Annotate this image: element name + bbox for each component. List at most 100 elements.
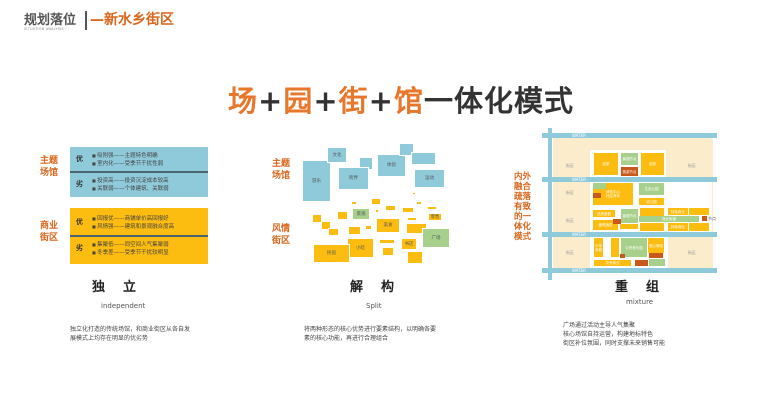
cell-node	[702, 216, 707, 221]
theme-venue-panel: 优 吸附强——主题特色明确 室内化——受季节干扰性弱 劣 投资高——投资沉淀成本…	[70, 147, 208, 197]
divider	[70, 171, 208, 173]
section-subtitle: SITUATION ANALYSIS	[24, 27, 64, 31]
block	[379, 239, 395, 244]
cell-music: 中央音乐园	[621, 238, 647, 257]
block	[427, 206, 437, 210]
block	[348, 226, 361, 235]
block-snack: 小吃	[347, 238, 374, 258]
cell-feature: 特色商业	[668, 208, 688, 215]
block-label: 街区	[566, 190, 574, 195]
heading-mixture: 重组	[615, 280, 678, 295]
water-band: WATER	[542, 268, 717, 273]
block-inn: 民宿	[313, 244, 350, 263]
water-canal	[548, 128, 552, 280]
pro-item: 回报优——商铺单价高回报好	[92, 214, 169, 222]
block	[362, 202, 366, 204]
cell-text: 体验中心	[606, 190, 620, 194]
block	[411, 152, 436, 165]
description-mixture: 广场通过活动主导人气集聚核心场馆自持运营，构建地标特色街区补位氛围，同时支撑未来…	[563, 321, 665, 348]
cell-feature: 特色商业	[668, 223, 688, 231]
water-band: WATER	[542, 133, 717, 138]
desc-line: 核心场馆自持运营，构建地标特色	[563, 331, 654, 338]
block	[337, 211, 348, 220]
block-sport: 运动	[414, 169, 445, 188]
block	[376, 192, 380, 194]
cell	[620, 224, 638, 229]
cell-quality: 品质	[594, 153, 618, 175]
title-plus: +	[313, 84, 339, 118]
cell-central: 中央商业	[594, 260, 631, 266]
pro-item: 吸附强——主题特色明确	[92, 151, 158, 159]
title-part: 场	[228, 84, 259, 118]
header-divider	[85, 11, 87, 30]
pro-item: 室内化——受季节干扰性弱	[92, 159, 163, 167]
cell-kindergarten: 幼儿园	[639, 198, 664, 205]
block-play: 游乐	[302, 160, 331, 202]
cell-travel-node: 旅游节点	[621, 167, 638, 176]
project-name: —新水乡街区	[90, 12, 174, 28]
cell-text: 社区养老	[606, 194, 620, 198]
cell	[640, 223, 664, 231]
title-part: 园	[283, 84, 314, 118]
cell-node	[593, 193, 601, 198]
block	[385, 205, 396, 211]
block-plaza: 广场	[422, 228, 450, 248]
cell-quality-holiday: 品质度假	[593, 210, 615, 217]
cell-view-node: 景观节点	[621, 153, 638, 165]
block	[416, 201, 422, 205]
main-title: 场+园+街+馆一体化模式	[228, 78, 574, 120]
description-independent: 独立化打造的传统场馆，和商业街区从各自发展模式上均存在明显的优劣势	[70, 325, 190, 343]
con-item: 冬季差——受季节干扰较明显	[92, 248, 169, 256]
label-mixture: 内外融合疏落有致的一体化模式	[514, 172, 532, 242]
block	[407, 217, 417, 221]
block	[402, 207, 414, 213]
heading-independent: 独立	[92, 280, 155, 295]
desc-line: 独立化打造的传统场馆，和商业街区从各自发	[70, 326, 191, 333]
desc-line: 素的核心功能，再进行合理组合	[304, 335, 389, 342]
cell-china-mall: 中华商城	[594, 238, 603, 257]
commerce-street-panel: 优 回报优——商铺单价高回报好 风情强——建筑和景观融合度高 劣 集聚低——同空…	[70, 208, 208, 264]
cell	[649, 259, 665, 266]
cell	[640, 208, 664, 217]
desc-line: 展模式上均存在明显的优劣势	[70, 335, 149, 342]
description-split: 将两种形态的核心优势进行要素结构，以明确各要素的核心功能，再进行合理组合	[304, 325, 436, 343]
section-title: 规划落位	[24, 13, 77, 28]
block-label: 街区	[688, 163, 696, 168]
block	[371, 198, 381, 205]
con-mark: 劣	[76, 180, 83, 188]
pro-mark: 优	[76, 218, 83, 226]
block	[427, 197, 430, 199]
cell	[689, 223, 709, 231]
cell-node	[620, 254, 625, 258]
cell-node	[649, 253, 663, 258]
node-label: 节点	[708, 216, 716, 221]
desc-line: 街区补位氛围，同时支撑未来销售可能	[563, 340, 666, 347]
water-band: WATER	[542, 177, 717, 182]
cell-eco-park: 生态公园	[639, 183, 664, 195]
block-culture: 文化	[327, 147, 347, 163]
con-mark: 劣	[76, 244, 83, 252]
subheading-mixture: mixture	[626, 298, 654, 306]
con-item: 集聚低——同空间人气集聚弱	[92, 240, 169, 248]
label-theme-venue: 主题场馆	[272, 159, 291, 181]
block	[399, 143, 414, 156]
heading-split: 解构	[350, 280, 413, 295]
block	[328, 228, 339, 236]
cell-node	[613, 219, 621, 224]
block-label: 街区	[566, 250, 574, 255]
block	[382, 247, 394, 256]
label-theme-venue: 主题场馆	[40, 156, 59, 178]
block	[312, 214, 322, 223]
block-label: 街区	[688, 250, 696, 255]
block-food: 美食	[376, 218, 400, 233]
con-item: 投资高——投资沉淀成本较高	[92, 176, 169, 184]
divider	[70, 235, 208, 237]
block	[365, 225, 372, 230]
block	[321, 221, 331, 230]
title-plus: +	[258, 84, 284, 118]
cell	[689, 208, 709, 215]
block	[351, 201, 357, 205]
block	[407, 202, 410, 204]
cell-hotel: 度假酒店	[593, 220, 618, 230]
subheading-split: Split	[366, 302, 382, 310]
